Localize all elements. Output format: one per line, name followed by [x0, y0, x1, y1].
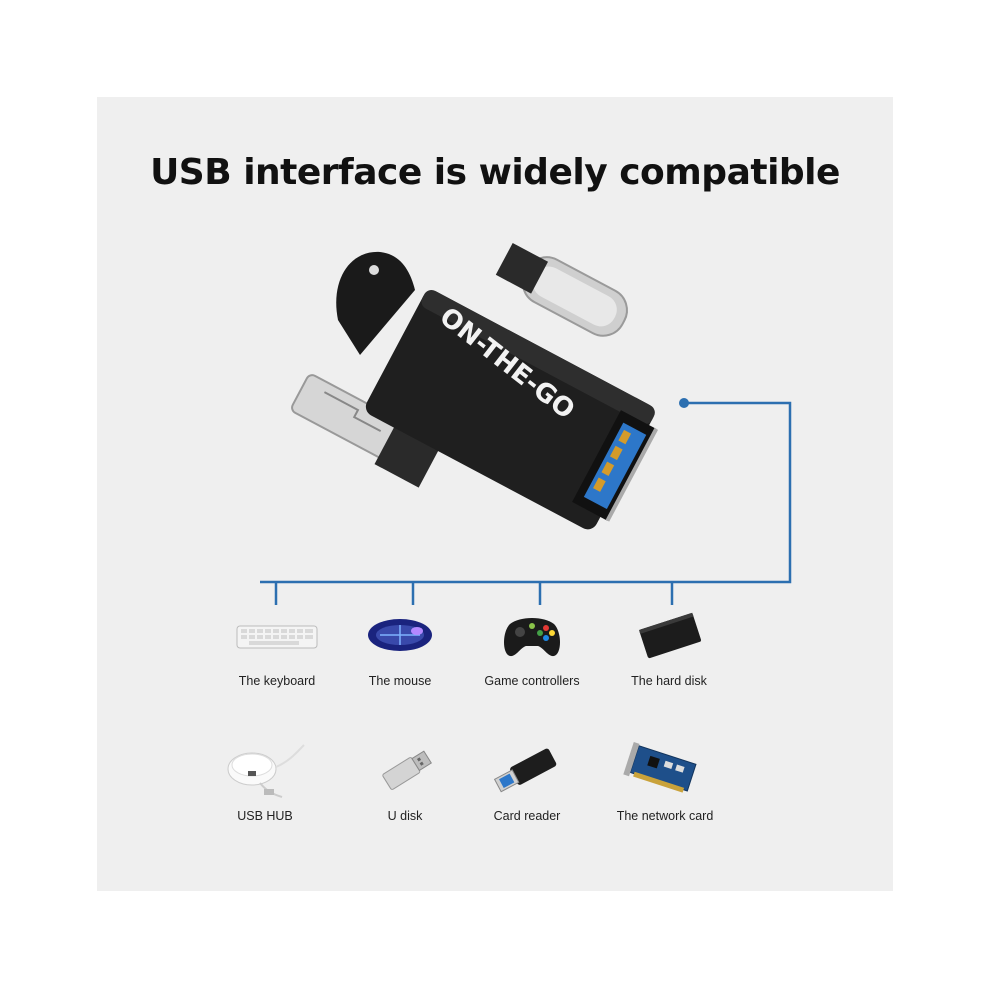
card-reader-icon	[452, 735, 602, 805]
device-game-controller: Game controllers	[457, 600, 607, 688]
network-card-icon	[590, 735, 740, 805]
device-label: The keyboard	[238, 674, 316, 688]
device-u-disk: U disk	[330, 735, 480, 823]
otg-adapter-image: ON-THE-GO	[291, 243, 659, 530]
hard-disk-icon	[594, 600, 744, 670]
device-label: U disk	[387, 809, 423, 823]
device-network-card: The network card	[590, 735, 740, 823]
device-hard-disk: The hard disk	[594, 600, 744, 688]
usb-hub-icon	[190, 735, 340, 805]
device-label: The hard disk	[631, 674, 707, 688]
device-label: USB HUB	[237, 809, 293, 823]
device-usb-hub: USB HUB	[190, 735, 340, 823]
device-label: The network card	[616, 809, 714, 823]
device-label: Game controllers	[484, 674, 580, 688]
device-keyboard: The keyboard	[202, 600, 352, 688]
device-card-reader: Card reader	[452, 735, 602, 823]
u-disk-icon	[330, 735, 480, 805]
device-label: The mouse	[368, 674, 432, 688]
keyboard-icon	[202, 600, 352, 670]
page-title: USB interface is widely compatible	[150, 152, 840, 193]
gamepad-icon	[457, 600, 607, 670]
device-label: Card reader	[493, 809, 561, 823]
mouse-icon	[325, 600, 475, 670]
device-mouse: The mouse	[325, 600, 475, 688]
